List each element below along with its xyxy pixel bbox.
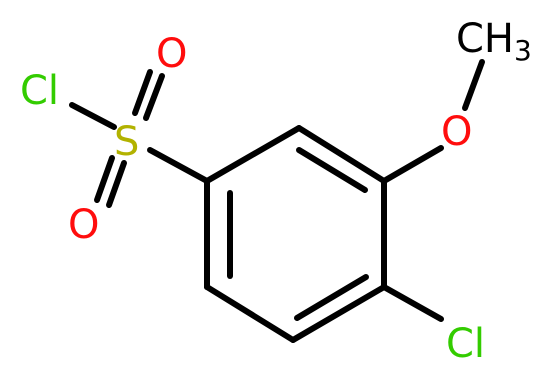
- bond-s-o-bottom-1: [94, 155, 115, 203]
- atom-s: S: [114, 119, 139, 165]
- bond-c1-c2: [204, 125, 302, 184]
- bonds: [69, 59, 485, 343]
- bond-inner-c4-c5: [294, 274, 369, 321]
- bond-s-o-top-1: [132, 69, 153, 116]
- bond-inner-c2-c3: [296, 147, 368, 193]
- bond-o-ch3: [462, 59, 485, 111]
- bond-c2-c3: [296, 125, 387, 184]
- atom-o-top: O: [156, 31, 187, 77]
- atom-cl-sulfonyl: Cl: [20, 68, 59, 114]
- bond-s-o-bottom-2: [106, 160, 127, 208]
- bond-c5-c6: [204, 284, 296, 343]
- bond-c4-c5: [290, 284, 387, 343]
- bond-c3-o: [381, 145, 444, 184]
- atom-o-methoxy: O: [441, 109, 472, 155]
- bond-c4-cl: [381, 284, 444, 322]
- atom-ch3: CH3: [456, 16, 532, 67]
- atom-o-bottom: O: [68, 202, 99, 248]
- atom-labels: Cl S O O O CH3 Cl: [20, 16, 532, 367]
- atom-ch3-subscript: 3: [514, 34, 532, 67]
- atom-cl-ring: Cl: [446, 321, 485, 367]
- bond-s-o-top-2: [143, 73, 165, 121]
- bond-s-c1: [147, 147, 210, 184]
- atom-ch3-main: CH: [456, 16, 514, 62]
- bond-cl-s: [69, 102, 117, 130]
